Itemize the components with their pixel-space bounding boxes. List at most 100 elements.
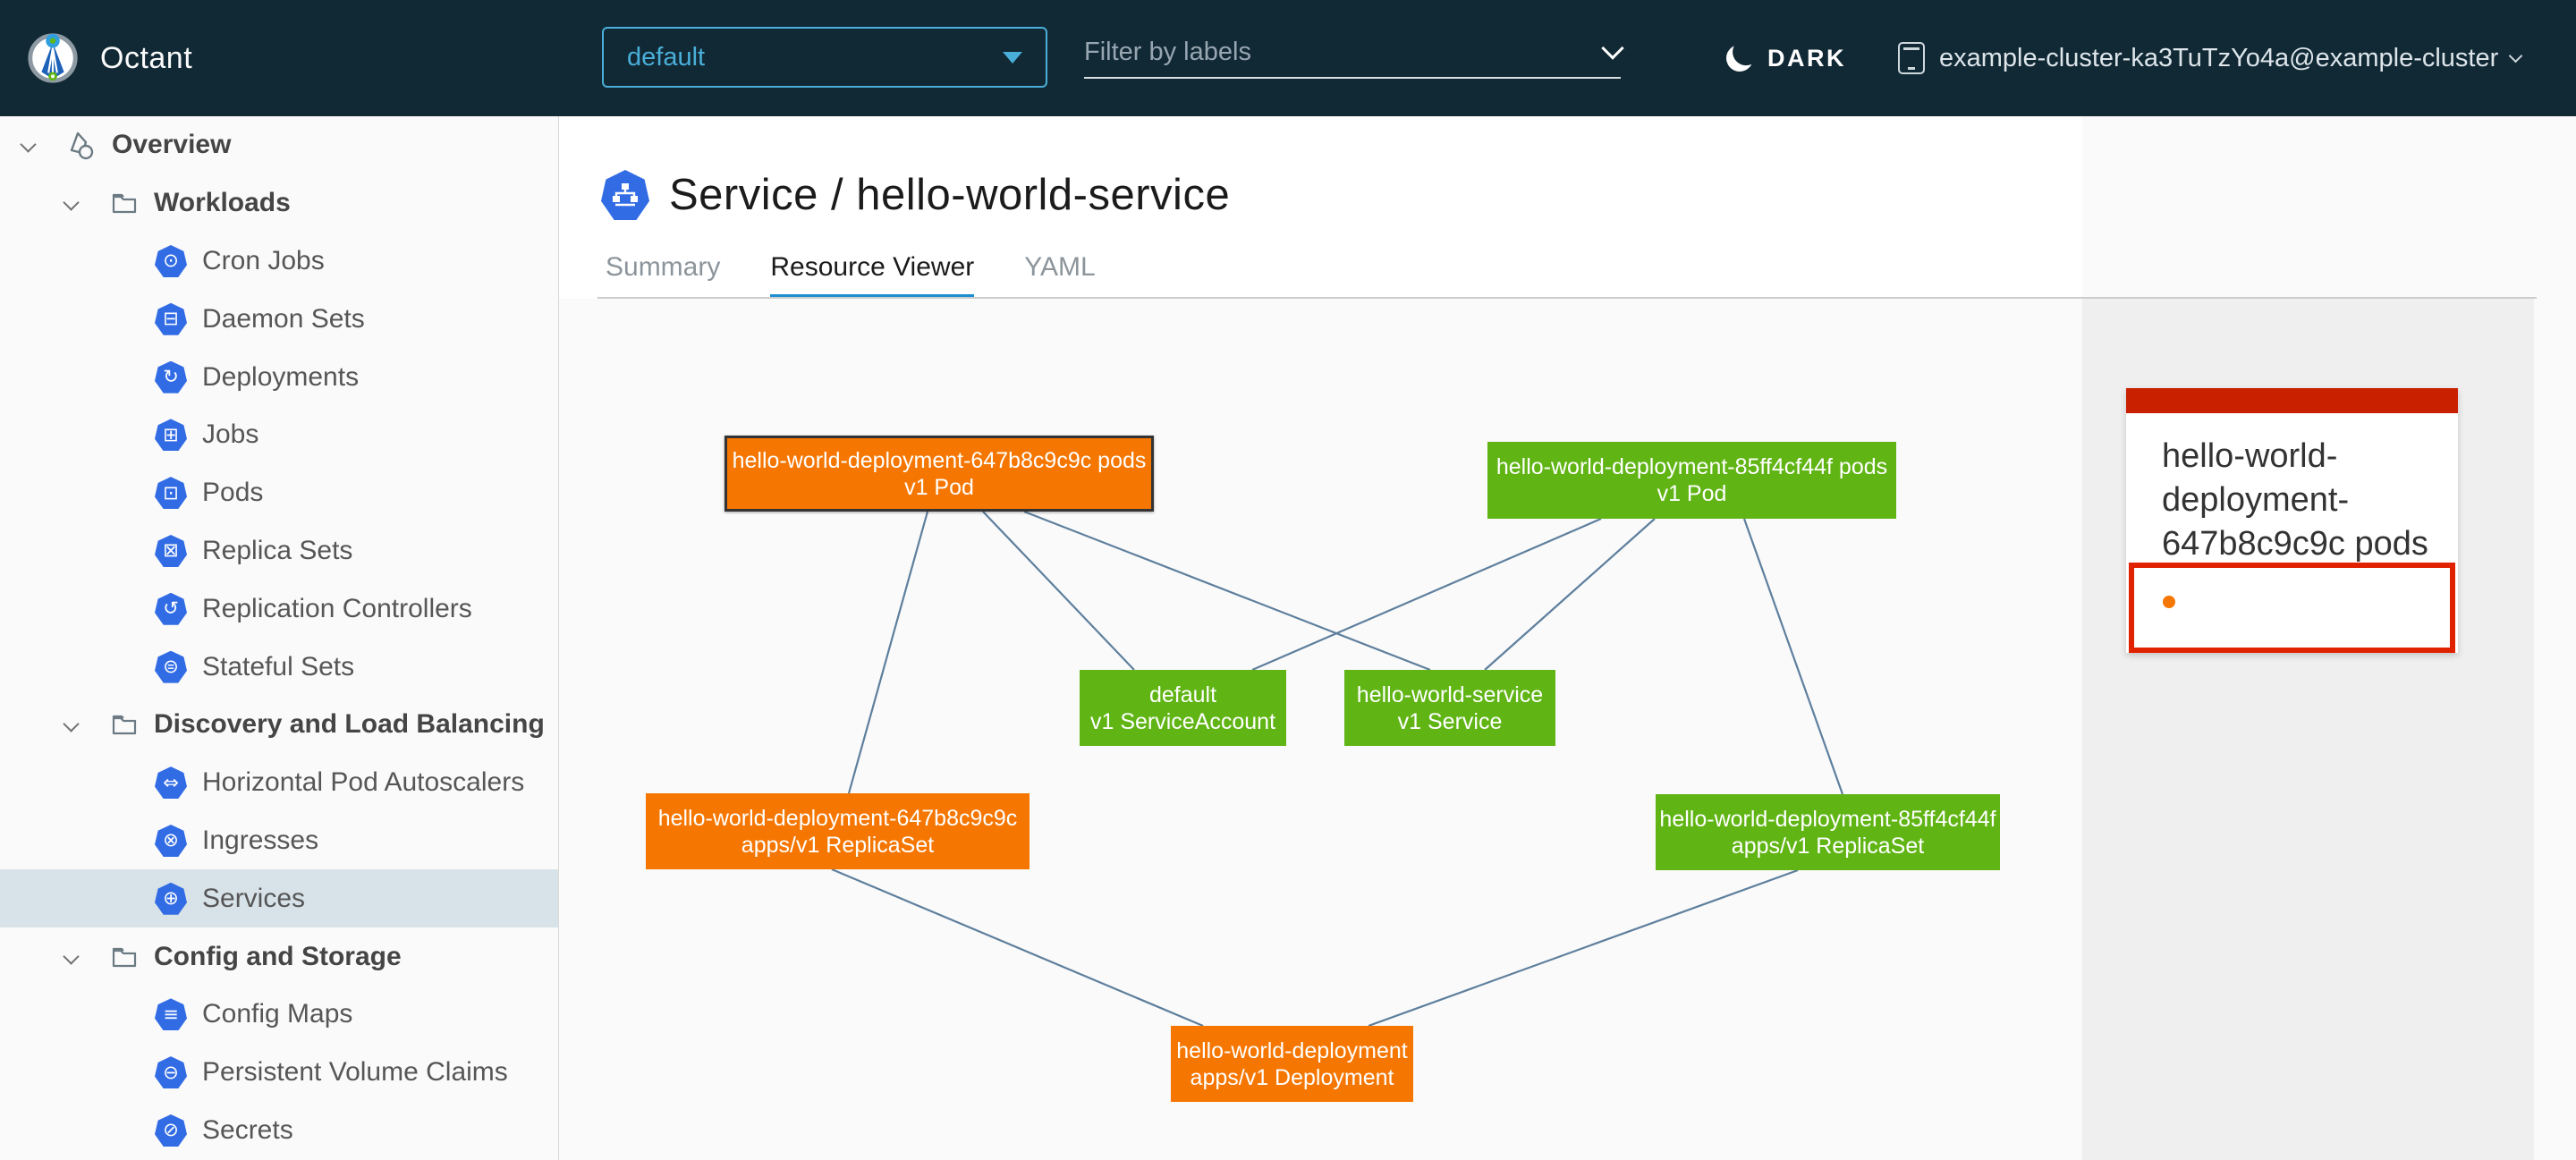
- sidebar-item-config-maps[interactable]: ≡ Config Maps: [0, 986, 558, 1044]
- chevron-down-icon[interactable]: [63, 715, 80, 733]
- theme-toggle-button[interactable]: DARK: [1726, 0, 1846, 116]
- tab-divider: [597, 297, 2537, 299]
- sidebar-item-replication-controllers[interactable]: ↺ Replication Controllers: [0, 580, 558, 638]
- page-title: Service / hello-world-service: [669, 171, 1231, 219]
- sidebar-group-workloads[interactable]: Workloads: [0, 174, 558, 233]
- card-pod-status-box[interactable]: [2129, 563, 2455, 653]
- sidebar-item-secrets[interactable]: ⊘ Secrets: [0, 1102, 558, 1160]
- tab-summary[interactable]: Summary: [606, 252, 721, 282]
- selected-resource-card[interactable]: hello-world-deployment-647b8c9c9c pods: [2126, 388, 2458, 653]
- filter-chevron-down-icon[interactable]: [1601, 37, 1624, 60]
- sidebar-group-config-and-storage[interactable]: Config and Storage: [0, 927, 558, 986]
- graph-node-serviceaccount-default[interactable]: default v1 ServiceAccount: [1080, 670, 1286, 746]
- chevron-down-icon[interactable]: [63, 948, 80, 966]
- graph-node-replicaset-647b8c9c9c[interactable]: hello-world-deployment-647b8c9c9c apps/v…: [646, 793, 1030, 869]
- deployments-icon: ↻: [155, 360, 187, 394]
- brand: Octant: [25, 30, 526, 86]
- right-column-background: hello-world-deployment-647b8c9c9c pods: [2082, 116, 2576, 1160]
- service-icon: [601, 170, 649, 220]
- node-kind: v1 Pod: [1657, 481, 1727, 506]
- dropdown-caret-icon: [1003, 51, 1022, 64]
- tab-resource-viewer[interactable]: Resource Viewer: [770, 252, 974, 301]
- selection-detail-panel: hello-world-deployment-647b8c9c9c pods: [2082, 299, 2534, 1160]
- sidebar-item-label: Deployments: [202, 361, 360, 392]
- moon-icon: [1723, 41, 1757, 75]
- sidebar-item-pods[interactable]: ⊡ Pods: [0, 464, 558, 522]
- replication-controllers-icon: ↺: [155, 592, 187, 625]
- app-title: Octant: [100, 40, 193, 75]
- graph-node-replicaset-85ff4cf44f[interactable]: hello-world-deployment-85ff4cf44f apps/v…: [1656, 794, 2000, 870]
- label-filter-input[interactable]: [1084, 37, 1605, 67]
- main-content: hello-world-deployment-647b8c9c9c pods S…: [559, 116, 2576, 1160]
- node-name: hello-world-deployment-647b8c9c9c: [657, 805, 1018, 831]
- sidebar-item-label: Secrets: [202, 1114, 293, 1145]
- cluster-selector[interactable]: example-cluster-ka3TuTzYo4a@example-clus…: [1898, 0, 2523, 116]
- sidebar-item-label: Ingresses: [202, 825, 319, 855]
- node-name: hello-world-deployment-647b8c9c9c pods: [732, 447, 1147, 473]
- cluster-icon: [1898, 42, 1925, 74]
- folder-icon: [112, 715, 137, 735]
- namespace-dropdown[interactable]: default: [602, 27, 1047, 88]
- pods-icon: ⊡: [155, 477, 187, 510]
- sidebar-item-services[interactable]: ⊕ Services: [0, 869, 558, 928]
- namespace-value: default: [627, 42, 706, 72]
- ingresses-icon: ⊗: [155, 824, 187, 857]
- sidebar-item-daemon-sets[interactable]: ⊟ Daemon Sets: [0, 290, 558, 348]
- sidebar-item-label: Daemon Sets: [202, 303, 365, 334]
- node-name: hello-world-deployment-85ff4cf44f pods: [1496, 454, 1888, 479]
- config-maps-icon: ≡: [155, 998, 187, 1031]
- cluster-name: example-cluster-ka3TuTzYo4a@example-clus…: [1939, 43, 2499, 72]
- node-kind: apps/v1 ReplicaSet: [741, 832, 935, 858]
- sidebar-item-label: Services: [202, 883, 306, 913]
- cron-jobs-icon: ⊙: [155, 244, 187, 277]
- graph-node-pod-647b8c9c9c[interactable]: hello-world-deployment-647b8c9c9c pods v…: [724, 436, 1154, 512]
- card-status-bar: [2126, 388, 2458, 413]
- graph-node-deployment-hello-world-deployment[interactable]: hello-world-deployment apps/v1 Deploymen…: [1171, 1026, 1413, 1102]
- sidebar-nav: Overview Workloads ⊙ Cron Jobs ⊟ Daemon …: [0, 116, 559, 1160]
- folder-icon: [112, 947, 137, 967]
- octant-logo-icon: [28, 33, 78, 83]
- sidebar-group-discovery-and-load-balancing[interactable]: Discovery and Load Balancing: [0, 696, 558, 754]
- sidebar-item-persistent-volume-claims[interactable]: ⊖ Persistent Volume Claims: [0, 1044, 558, 1102]
- sidebar-item-label: Pods: [202, 478, 264, 508]
- pvc-icon: ⊖: [155, 1056, 187, 1089]
- sidebar-item-cron-jobs[interactable]: ⊙ Cron Jobs: [0, 233, 558, 291]
- node-name: hello-world-deployment-85ff4cf44f: [1659, 806, 1996, 832]
- sidebar-item-horizontal-pod-autoscalers[interactable]: ⇔ Horizontal Pod Autoscalers: [0, 754, 558, 812]
- replica-sets-icon: ⊠: [155, 534, 187, 567]
- page-head: Service / hello-world-service: [601, 170, 1230, 220]
- tab-yaml[interactable]: YAML: [1024, 252, 1096, 282]
- theme-toggle-label: DARK: [1767, 44, 1846, 72]
- folder-icon: [112, 194, 137, 214]
- card-title: hello-world-deployment-647b8c9c9c pods: [2162, 437, 2428, 563]
- jobs-icon: ⊞: [155, 419, 187, 452]
- sidebar-item-label: Replica Sets: [202, 535, 353, 565]
- sidebar-item-label: Overview: [112, 130, 232, 160]
- sidebar-item-label: Cron Jobs: [202, 245, 325, 275]
- chevron-down-icon[interactable]: [20, 136, 38, 154]
- node-kind: apps/v1 Deployment: [1190, 1064, 1394, 1090]
- sidebar-item-deployments[interactable]: ↻ Deployments: [0, 348, 558, 406]
- pod-status-dot[interactable]: [2163, 596, 2175, 608]
- sidebar-item-stateful-sets[interactable]: ⊜ Stateful Sets: [0, 638, 558, 696]
- chevron-down-icon[interactable]: [63, 194, 80, 212]
- sidebar-item-label: Persistent Volume Claims: [202, 1057, 508, 1088]
- sidebar-item-replica-sets[interactable]: ⊠ Replica Sets: [0, 522, 558, 580]
- sidebar-item-jobs[interactable]: ⊞ Jobs: [0, 406, 558, 464]
- graph-node-pod-85ff4cf44f[interactable]: hello-world-deployment-85ff4cf44f pods v…: [1487, 442, 1896, 519]
- node-name: hello-world-deployment: [1176, 1037, 1408, 1063]
- graph-node-service-hello-world-service[interactable]: hello-world-service v1 Service: [1344, 670, 1555, 746]
- resource-viewer-graph[interactable]: hello-world-deployment-647b8c9c9c pods v…: [559, 299, 2082, 1160]
- daemon-sets-icon: ⊟: [155, 302, 187, 335]
- sidebar-item-overview[interactable]: Overview: [0, 116, 558, 174]
- sidebar-group-label: Discovery and Load Balancing: [154, 709, 545, 740]
- node-kind: v1 Pod: [904, 474, 974, 500]
- services-icon: ⊕: [155, 882, 187, 915]
- node-kind: apps/v1 ReplicaSet: [1731, 833, 1925, 859]
- sidebar-group-label: Config and Storage: [154, 941, 402, 971]
- hpa-icon: ⇔: [155, 766, 187, 800]
- node-kind: v1 ServiceAccount: [1089, 708, 1276, 734]
- node-name: hello-world-service: [1356, 682, 1544, 707]
- node-kind: v1 Service: [1397, 708, 1503, 734]
- sidebar-item-ingresses[interactable]: ⊗ Ingresses: [0, 812, 558, 870]
